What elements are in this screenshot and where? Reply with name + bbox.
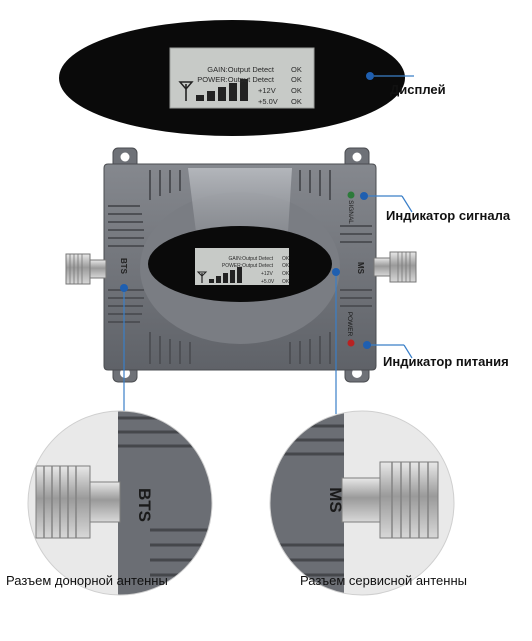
- signal-label: SIGNAL: [347, 200, 354, 224]
- svg-text:OK: OK: [282, 263, 290, 269]
- ok-4: OK: [291, 97, 302, 106]
- svg-text:OK: OK: [282, 279, 290, 285]
- power-label: POWER: [346, 312, 353, 337]
- bts-label: BTS: [119, 258, 128, 275]
- svg-text:+12V: +12V: [261, 271, 273, 277]
- signal-bars-large: [196, 79, 248, 101]
- service-connector: [373, 251, 417, 283]
- donor-connector: [65, 253, 107, 285]
- svg-text:BTS: BTS: [135, 488, 154, 522]
- ok-3: OK: [291, 86, 302, 95]
- power-callout-dot: [363, 341, 371, 349]
- svg-text:OK: OK: [282, 256, 290, 262]
- ok-1: OK: [291, 65, 302, 74]
- antenna-icon: [178, 81, 194, 101]
- signal-indicator-label: Индикатор сигнала: [386, 208, 511, 223]
- v5-line: +5.0V: [258, 97, 278, 106]
- donor-antenna-caption: Разъем донорной антенны: [6, 573, 168, 588]
- display-zoom: GAIN:Output Detect OK POWER:Output Detec…: [59, 20, 405, 136]
- v12-line: +12V: [258, 86, 276, 95]
- service-antenna-caption: Разъем сервисной антенны: [300, 573, 467, 588]
- signal-bars-small: [196, 267, 242, 283]
- repeater-device: GAIN:Output Detect OK POWER:Output Detec…: [65, 147, 417, 383]
- svg-text:MS: MS: [326, 487, 345, 513]
- power-led: [347, 339, 355, 347]
- signal-led: [347, 191, 355, 199]
- svg-text:GAIN:Output Detect: GAIN:Output Detect: [229, 256, 274, 262]
- display-callout-label: Дисплей: [390, 82, 446, 97]
- svg-text:+5.0V: +5.0V: [261, 279, 275, 285]
- display-callout-dot: [366, 72, 374, 80]
- svg-text:POWER:Output Detect: POWER:Output Detect: [222, 263, 274, 269]
- power-indicator-label: Индикатор питания: [383, 354, 509, 369]
- ms-label: MS: [356, 262, 365, 275]
- svg-text:OK: OK: [282, 271, 290, 277]
- gain-line: GAIN:Output Detect: [207, 65, 275, 74]
- signal-callout-dot: [360, 192, 368, 200]
- power-line: POWER:Output Detect: [197, 75, 275, 84]
- ok-2: OK: [291, 75, 302, 84]
